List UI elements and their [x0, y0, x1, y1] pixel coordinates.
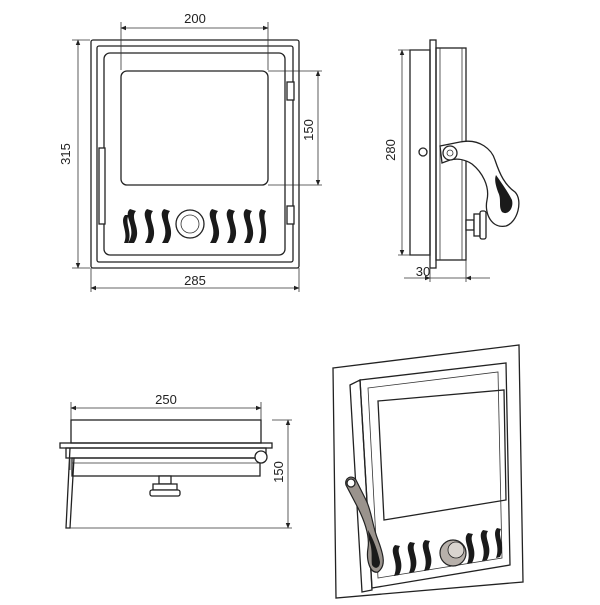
- side-dim-depth: 30: [416, 264, 430, 279]
- side-frame-plate: [429, 39, 437, 269]
- top-flange: [59, 442, 273, 449]
- persp-back-frame: [332, 344, 524, 599]
- top-front-plate: [71, 457, 261, 477]
- persp-handle-knob-inner: [447, 541, 465, 559]
- persp-handle-lever: [345, 476, 384, 573]
- front-view: 200 315 150 285: [58, 11, 322, 292]
- front-latch-bar: [98, 147, 106, 225]
- side-knob: [465, 210, 487, 240]
- front-dim-width-top: 200: [184, 11, 206, 26]
- side-handle: [439, 140, 520, 227]
- front-inner-frame: [96, 45, 294, 263]
- front-dim-width-bottom: 285: [184, 273, 206, 288]
- front-dim-height-left: 315: [58, 143, 73, 165]
- perspective-view: [332, 344, 524, 599]
- top-body: [70, 419, 262, 444]
- persp-door-side: [349, 378, 373, 593]
- side-view: 280 30: [383, 39, 520, 282]
- front-hinge-bottom: [286, 205, 295, 225]
- side-dim-height: 280: [383, 139, 398, 161]
- top-door-plate: [65, 447, 267, 459]
- persp-door-inner: [367, 371, 503, 579]
- front-handle-knob-inner: [180, 214, 200, 234]
- front-flame-pattern: [123, 209, 267, 243]
- persp-flame-pattern: [392, 528, 503, 576]
- front-glass: [120, 70, 269, 186]
- top-hinge: [254, 450, 268, 464]
- side-pin: [418, 147, 428, 157]
- top-left-arm: [65, 447, 75, 529]
- persp-glass: [377, 389, 507, 521]
- front-handle-knob: [175, 209, 205, 239]
- front-outer-frame: [90, 39, 300, 269]
- top-dim-width: 250: [155, 392, 177, 407]
- top-knob: [149, 475, 181, 497]
- front-dim-glass-height: 150: [301, 119, 316, 141]
- top-dim-height: 150: [271, 461, 286, 483]
- top-view: 250 150: [59, 392, 292, 529]
- front-hinge-top: [286, 81, 295, 101]
